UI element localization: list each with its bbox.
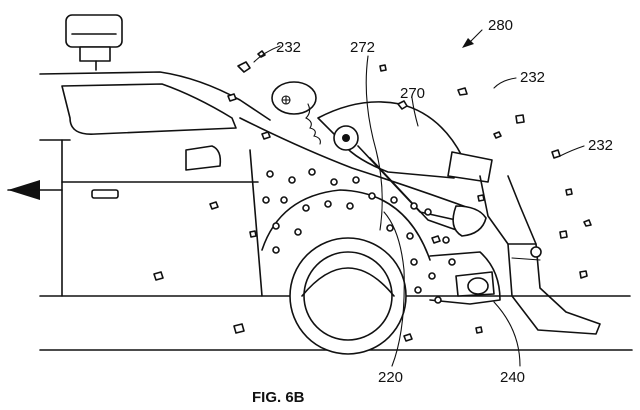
roof-sensor xyxy=(66,15,122,70)
label-232-right: 232 xyxy=(588,137,613,154)
front-wheel xyxy=(290,238,406,354)
vehicle xyxy=(8,72,500,304)
label-272: 272 xyxy=(350,39,375,56)
label-232-left: 232 xyxy=(276,39,301,56)
figure-caption: FIG. 6B xyxy=(252,389,305,406)
label-240: 240 xyxy=(500,369,525,386)
label-280: 280 xyxy=(488,17,513,34)
label-220: 220 xyxy=(378,369,403,386)
label-232-right-top: 232 xyxy=(520,69,545,86)
label-270: 270 xyxy=(400,85,425,102)
